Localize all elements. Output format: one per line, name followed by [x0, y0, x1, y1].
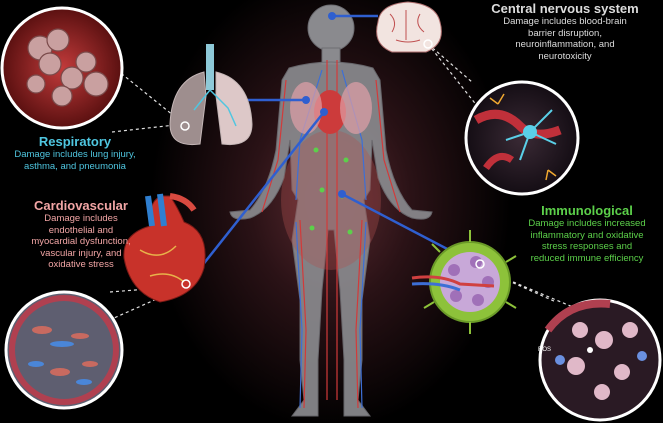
- cns-title: Central nervous system: [491, 1, 639, 16]
- alveoli-icon: [0, 6, 124, 130]
- body-lungs-icon: [290, 82, 372, 134]
- cardiovascular-label: Cardiovascular Damage includes endotheli…: [6, 198, 156, 271]
- cns-description: Damage includes blood-brain barrier disr…: [503, 16, 627, 62]
- lymph-node-icon: [411, 230, 517, 334]
- human-body-icon: [229, 4, 433, 417]
- connector-endpoints: [302, 12, 346, 198]
- cardiovascular-description: Damage includes endothelial and myocardi…: [31, 213, 131, 270]
- vessel-cross-section-icon: [4, 290, 124, 410]
- cardiovascular-title: Cardiovascular: [34, 198, 128, 213]
- brain-icon: [376, 1, 442, 53]
- body-heart-icon: [314, 90, 346, 134]
- heart-icon: [123, 193, 206, 303]
- immune-cells-icon: [538, 298, 662, 422]
- cns-label: Central nervous system Damage includes b…: [470, 1, 660, 62]
- neuron-icon: [464, 80, 580, 196]
- respiratory-title: Respiratory: [38, 134, 112, 149]
- ros-label: ROS: [538, 347, 552, 353]
- respiratory-label: Respiratory Damage includes lung injury,…: [0, 134, 150, 172]
- respiratory-description: Damage includes lung injury, asthma, and…: [14, 149, 136, 172]
- immunological-description: Damage includes increased inflammatory a…: [528, 218, 646, 264]
- immunological-label: Immunological Damage includes increased …: [512, 203, 662, 264]
- connector-cardiovascular: [185, 111, 325, 287]
- lungs-icon: [169, 44, 253, 146]
- immunological-title: Immunological: [541, 203, 633, 218]
